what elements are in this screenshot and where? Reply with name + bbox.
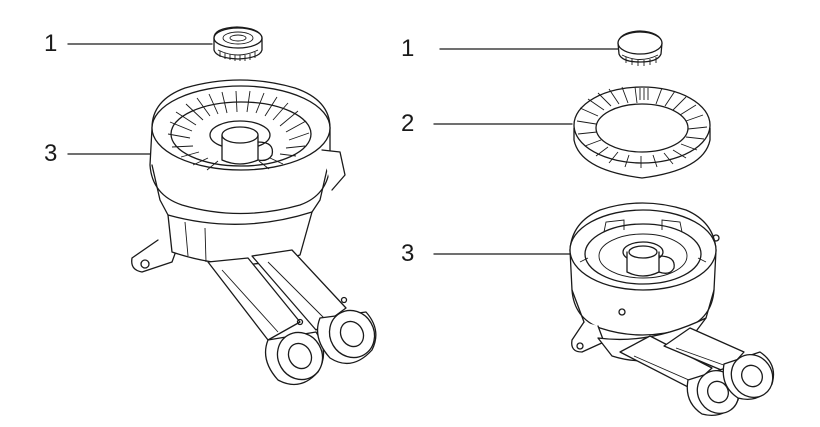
left-burner-body	[131, 79, 377, 386]
callout-left-1: 1	[44, 30, 58, 57]
right-assembly	[433, 30, 775, 417]
callout-right-1: 1	[401, 35, 415, 62]
callout-right-3: 3	[401, 240, 415, 267]
left-injector-outlets	[264, 296, 377, 386]
callout-right-2: 2	[401, 110, 415, 137]
left-assembly	[67, 26, 377, 386]
right-flame-spreader	[573, 86, 711, 179]
right-burner-base	[569, 202, 775, 417]
right-spreader-slots	[576, 86, 708, 168]
left-burner-cap	[213, 26, 263, 61]
right-injector-outlets	[686, 351, 775, 417]
callout-left-3: 3	[44, 140, 58, 167]
right-burner-cap	[617, 30, 663, 66]
left-crown-fins	[167, 90, 310, 171]
